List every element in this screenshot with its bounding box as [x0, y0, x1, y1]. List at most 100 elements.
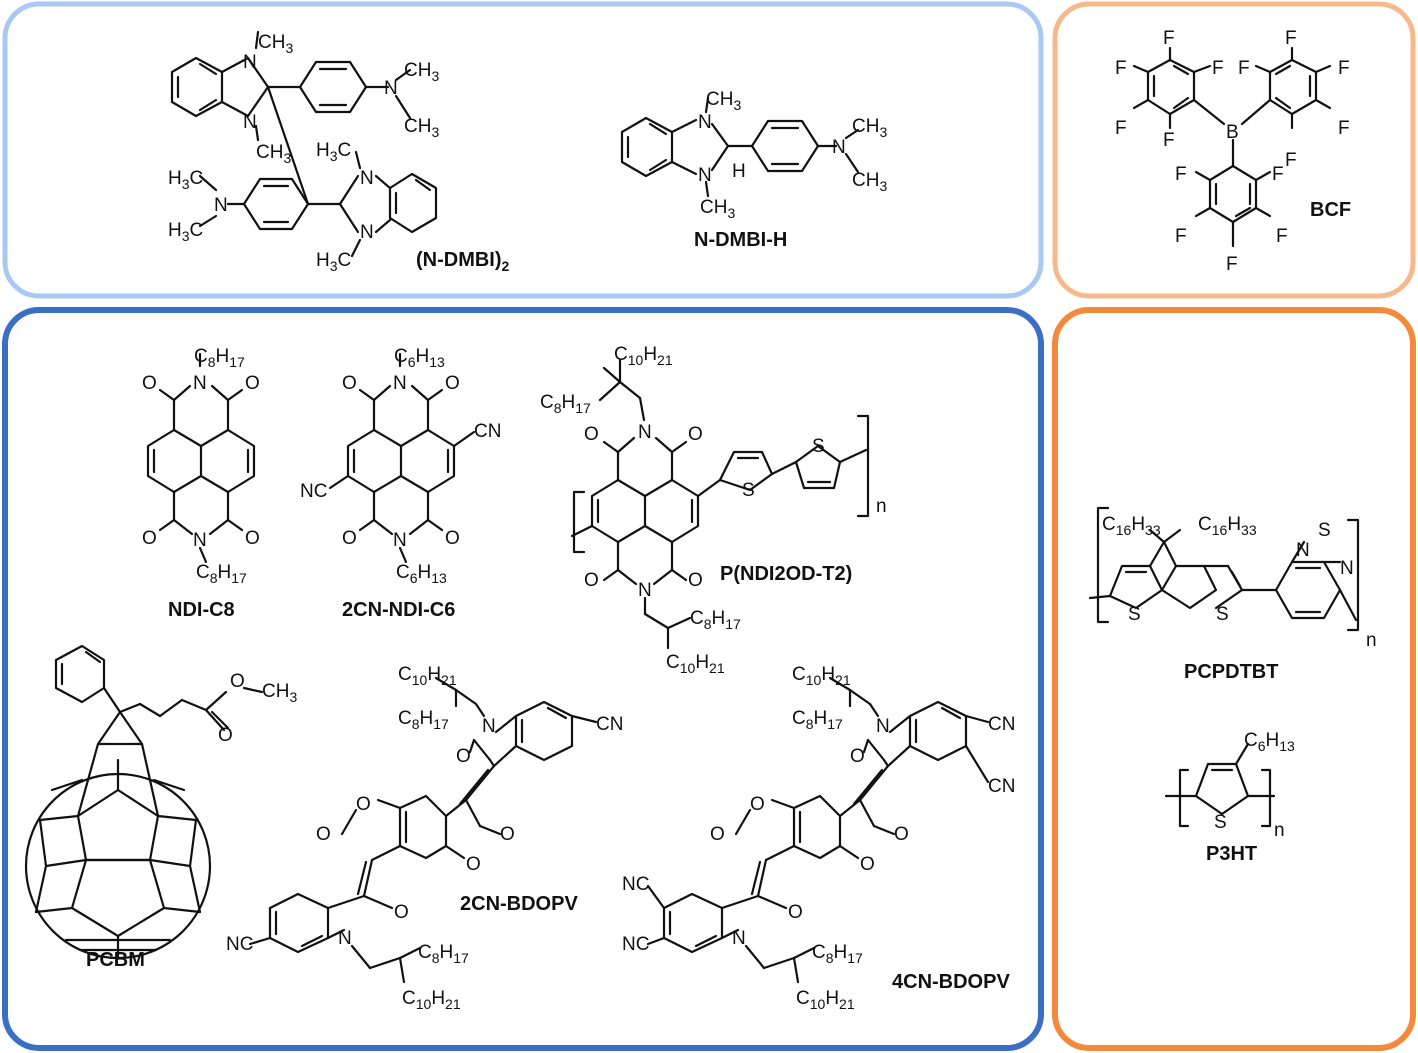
repeat-unit-n: n	[1366, 630, 1377, 651]
compound-label-4cn-bdopv: 4CN-BDOPV	[892, 971, 1010, 993]
methyl-group: CH3	[700, 197, 735, 221]
alkyl-chain: C10H21	[402, 988, 461, 1012]
methyl-group: H3C	[168, 220, 203, 244]
atom-n: N	[360, 222, 374, 243]
compound-label-2cn-ndi-c6: 2CN-NDI-C6	[342, 599, 455, 621]
atom-f: F	[1115, 58, 1127, 79]
alkyl-chain: C10H21	[614, 344, 673, 368]
atom-o: O	[356, 794, 371, 815]
borane-panel-frame	[1052, 1, 1416, 299]
atom-o: O	[894, 824, 909, 845]
ndi-c8-structure	[146, 352, 256, 564]
p3ht-structure	[1164, 742, 1276, 828]
atom-o: O	[688, 570, 703, 591]
n-dmbi-h-structure	[620, 96, 860, 198]
methyl-group: H3C	[316, 140, 351, 164]
compound-label-ndi-c8: NDI-C8	[168, 599, 235, 621]
atom-o: O	[142, 528, 157, 549]
alkyl-chain: C6H13	[396, 562, 447, 586]
pcpdtbt-structure	[1088, 506, 1360, 632]
atom-s: S	[1318, 520, 1331, 541]
2cn-bdopv-structure	[248, 676, 598, 984]
compound-label-pndi2od-t2: P(NDI2OD-T2)	[720, 563, 852, 585]
alkyl-chain: C10H21	[796, 988, 855, 1012]
methyl-group: CH3	[258, 32, 293, 56]
atom-s: S	[742, 480, 755, 501]
atom-o: O	[500, 824, 515, 845]
atom-f: F	[1226, 254, 1238, 275]
nitrile-group: CN	[596, 714, 623, 735]
atom-n: N	[214, 195, 228, 216]
atom-f: F	[1272, 164, 1284, 185]
methyl-group: CH3	[404, 60, 439, 84]
methyl-group: H3C	[168, 168, 203, 192]
atom-s: S	[1128, 604, 1141, 625]
methyl-group: CH3	[404, 116, 439, 140]
atom-n: N	[393, 373, 407, 394]
atom-o: O	[750, 794, 765, 815]
alkyl-chain: C8H17	[418, 942, 469, 966]
bcf-structure	[1132, 46, 1332, 248]
atom-o: O	[584, 570, 599, 591]
atom-n: N	[698, 112, 712, 133]
nitrile-group: CN	[988, 776, 1015, 797]
atom-h: H	[732, 161, 746, 182]
atom-n: N	[338, 928, 352, 949]
nitrile-group: NC	[300, 481, 327, 502]
atom-o: O	[142, 373, 157, 394]
atom-o: O	[688, 424, 703, 445]
nitrile-group: CN	[474, 421, 501, 442]
alkyl-chain: C8H17	[196, 562, 247, 586]
atom-o: O	[230, 671, 245, 692]
atom-n: N	[243, 52, 257, 73]
atom-o: O	[218, 725, 233, 746]
atom-o: O	[316, 824, 331, 845]
atom-n: N	[1296, 540, 1310, 561]
atom-o: O	[394, 902, 409, 923]
nitrile-group: NC	[622, 874, 649, 895]
nitrile-group: CN	[988, 714, 1015, 735]
alkyl-chain: C10H21	[792, 664, 851, 688]
methyl-group: CH3	[852, 116, 887, 140]
atom-f: F	[1238, 58, 1250, 79]
atom-o: O	[788, 902, 803, 923]
atom-s: S	[1216, 604, 1229, 625]
alkyl-chain: C8H17	[690, 608, 741, 632]
atom-n: N	[1340, 558, 1354, 579]
atom-f: F	[1276, 226, 1288, 247]
atom-n: N	[732, 928, 746, 949]
compound-label-pcpdtbt: PCPDTBT	[1184, 661, 1278, 683]
repeat-unit-n: n	[1274, 820, 1285, 841]
dopant-panel-frame	[2, 1, 1044, 299]
alkyl-chain: C8H17	[194, 346, 245, 370]
compound-label-n-dmbi-dimer: (N-DMBI)2	[416, 249, 510, 274]
alkyl-chain: C10H21	[666, 652, 725, 676]
atom-n: N	[638, 422, 652, 443]
alkyl-chain: C16H33	[1102, 514, 1161, 538]
alkyl-chain: C16H33	[1198, 514, 1257, 538]
alkyl-chain: C8H17	[812, 942, 863, 966]
compound-label-bcf: BCF	[1310, 199, 1351, 221]
compound-label-pcbm: PCBM	[86, 949, 145, 971]
alkyl-chain: C10H21	[398, 664, 457, 688]
methyl-group: CH3	[706, 89, 741, 113]
compound-label-2cn-bdopv: 2CN-BDOPV	[460, 893, 578, 915]
atom-o: O	[850, 746, 865, 767]
pcbm-structure	[24, 644, 264, 960]
atom-o: O	[445, 528, 460, 549]
atom-o: O	[466, 854, 481, 875]
atom-o: O	[342, 528, 357, 549]
atom-o: O	[710, 824, 725, 845]
atom-o: O	[245, 373, 260, 394]
atom-n: N	[193, 530, 207, 551]
methyl-group: CH3	[256, 142, 291, 166]
atom-f: F	[1163, 28, 1175, 49]
atom-o: O	[445, 373, 460, 394]
repeat-unit-n: n	[876, 496, 887, 517]
atom-f: F	[1285, 28, 1297, 49]
atom-n: N	[832, 137, 846, 158]
atom-f: F	[1175, 164, 1187, 185]
n-dmbi-dimer-structure	[170, 30, 438, 258]
atom-f: F	[1212, 58, 1224, 79]
